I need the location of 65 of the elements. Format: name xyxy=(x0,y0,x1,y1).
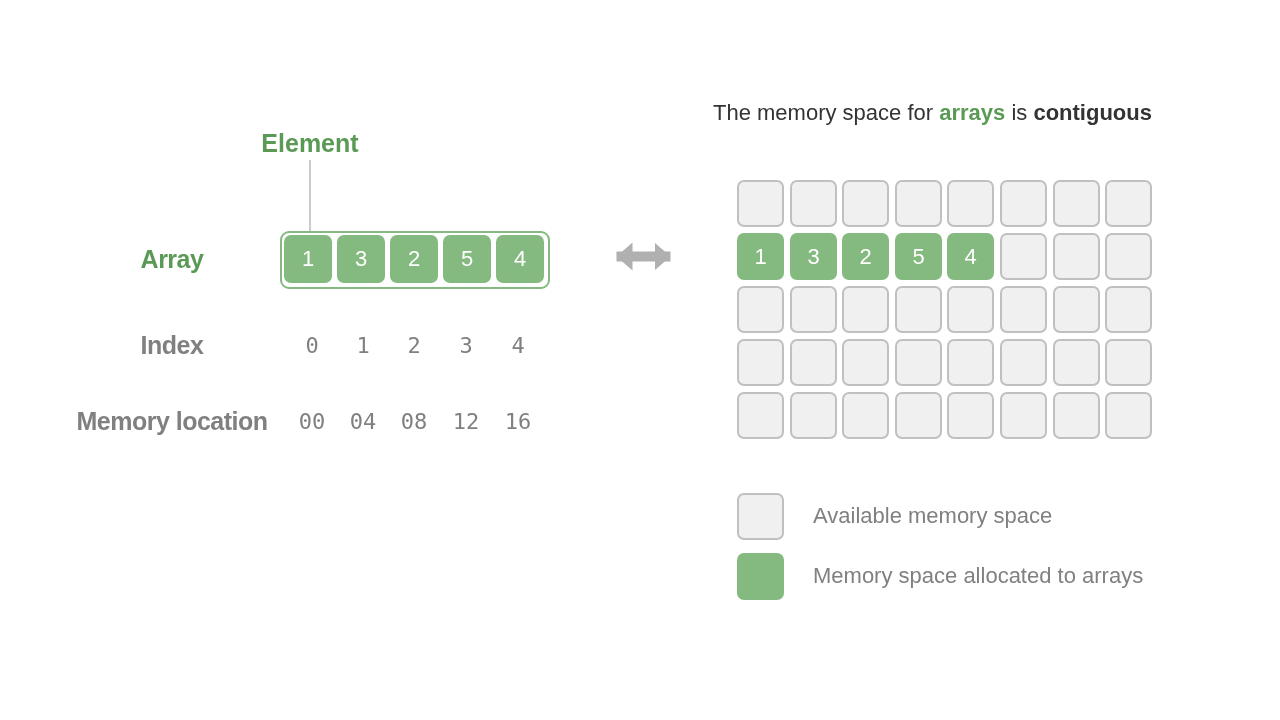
legend-label: Available memory space xyxy=(813,503,1053,529)
memory-cell xyxy=(737,339,784,386)
row-heading: Memory location xyxy=(76,405,268,437)
memory-cell xyxy=(842,339,889,386)
array-element-cell: 1 xyxy=(737,233,784,280)
memory-cell xyxy=(895,339,942,386)
row-heading: Index xyxy=(140,329,204,361)
memory-cell xyxy=(1105,286,1152,333)
memory-cell xyxy=(1000,339,1047,386)
array-element-cell: 3 xyxy=(337,235,385,283)
array-element-cell: 3 xyxy=(790,233,837,280)
row-heading: Array xyxy=(140,243,204,275)
memory-cell xyxy=(947,286,994,333)
memory-cell xyxy=(1053,392,1100,439)
memory-cell xyxy=(1053,286,1100,333)
memory-cell xyxy=(1053,180,1100,227)
memory-cell xyxy=(790,339,837,386)
memory-cell xyxy=(1105,339,1152,386)
legend-label: Memory space allocated to arrays xyxy=(813,563,1144,589)
memory-cell xyxy=(895,286,942,333)
index-number: 1 xyxy=(356,331,370,360)
memory-cell xyxy=(737,392,784,439)
memory-cell xyxy=(1105,233,1152,280)
memory-cell xyxy=(947,180,994,227)
memory-cell xyxy=(1105,392,1152,439)
memory-cell xyxy=(895,180,942,227)
memory-address: 08 xyxy=(400,407,428,436)
memory-address: 04 xyxy=(349,407,377,436)
leader-line xyxy=(309,159,311,234)
array-element-cell: 4 xyxy=(496,235,544,283)
memory-cell xyxy=(1053,339,1100,386)
memory-cell xyxy=(1000,180,1047,227)
index-number: 4 xyxy=(511,331,525,360)
memory-address: 16 xyxy=(504,407,532,436)
memory-cell xyxy=(1105,180,1152,227)
memory-cell xyxy=(842,392,889,439)
index-number: 2 xyxy=(407,331,421,360)
memory-cell xyxy=(842,180,889,227)
memory-cell xyxy=(947,339,994,386)
memory-cell xyxy=(1000,286,1047,333)
index-number: 3 xyxy=(459,331,473,360)
memory-cell xyxy=(895,392,942,439)
memory-cell xyxy=(1053,233,1100,280)
array-element-cell: 2 xyxy=(842,233,889,280)
array-box xyxy=(280,231,550,289)
memory-cell xyxy=(790,286,837,333)
memory-cell xyxy=(1000,392,1047,439)
memory-cell xyxy=(790,392,837,439)
index-number: 0 xyxy=(305,331,319,360)
array-element-cell: 5 xyxy=(443,235,491,283)
array-element-cell: 2 xyxy=(390,235,438,283)
memory-cell xyxy=(790,180,837,227)
array-element-cell: 4 xyxy=(947,233,994,280)
element-label: Element xyxy=(255,127,365,159)
memory-cell xyxy=(947,392,994,439)
memory-address: 12 xyxy=(452,407,480,436)
memory-cell xyxy=(737,286,784,333)
array-element-cell: 5 xyxy=(895,233,942,280)
memory-cell xyxy=(842,286,889,333)
memory-cell xyxy=(737,180,784,227)
memory-cell xyxy=(1000,233,1047,280)
memory-address: 00 xyxy=(298,407,326,436)
title-text: The memory space for arrays is contiguous xyxy=(713,100,1152,126)
array-element-cell: 1 xyxy=(284,235,332,283)
double-arrow xyxy=(616,242,671,271)
